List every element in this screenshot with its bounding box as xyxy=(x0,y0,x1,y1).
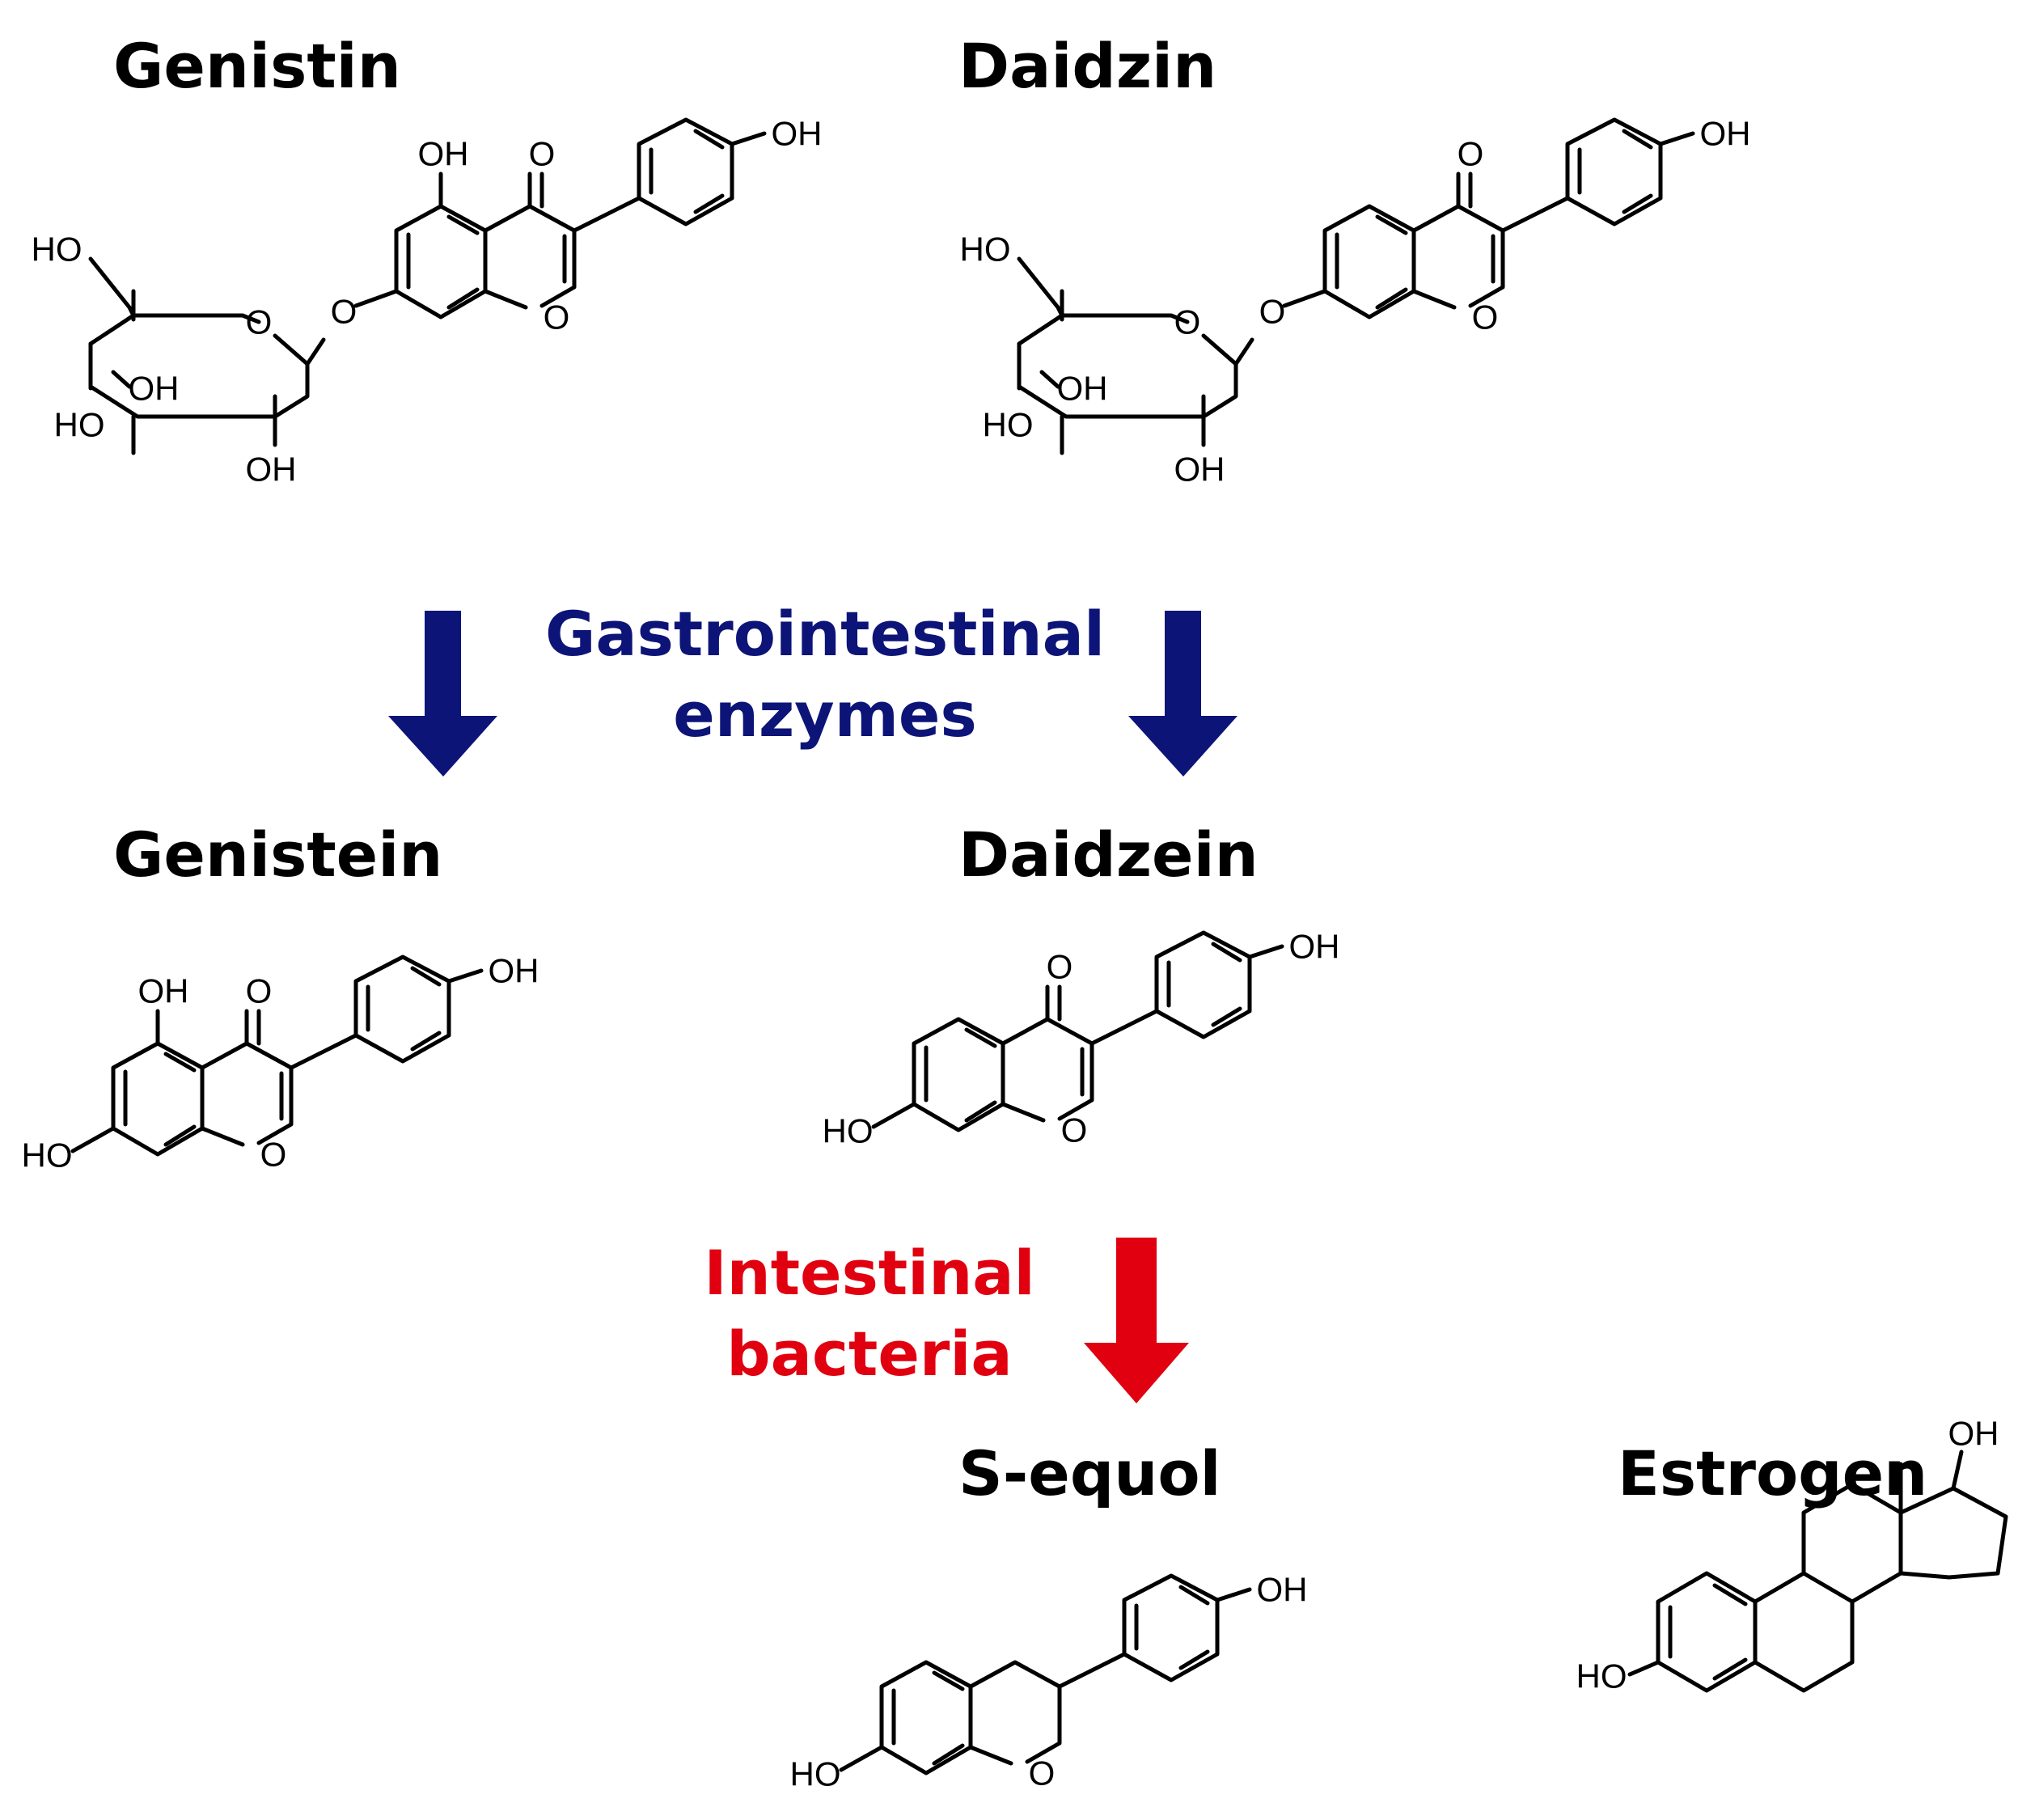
bacteria-label-line2: bacteria xyxy=(726,1318,1012,1390)
daidzein-carbonyl-o-label: O xyxy=(1047,948,1073,986)
daidzin-glycosidic-o-label: O xyxy=(1259,293,1286,331)
genistein-carbonyl-o-label: O xyxy=(246,972,273,1010)
genistein-structure: HO OH O O OH xyxy=(22,952,539,1175)
genistin-title: Genistin xyxy=(113,30,401,102)
daidzein-structure: HO O O OH xyxy=(823,928,1340,1150)
daidzein-title: Daidzein xyxy=(958,819,1259,891)
genistin-structure: HO O OH HO OH O OH O O OH xyxy=(32,115,823,489)
daidzein-ho-label: HO xyxy=(823,1112,874,1150)
daidzin-title: Daidzin xyxy=(958,30,1216,102)
daidzin-carbonyl-o-label: O xyxy=(1458,135,1484,173)
estrogen-ho-label: HO xyxy=(1576,1657,1627,1695)
genistein-ho-label: HO xyxy=(22,1136,73,1175)
daidzin-oh-label: OH xyxy=(1057,370,1108,408)
bacteria-label-line1: Intestinal xyxy=(704,1237,1034,1309)
genistin-glycosidic-o-label: O xyxy=(331,293,358,331)
estrogen-title: Estrogen xyxy=(1618,1437,1927,1509)
down-arrow-icon xyxy=(1084,1238,1189,1403)
genistin-oh-label: OH xyxy=(129,370,180,408)
genistin-oh-label: OH xyxy=(418,135,469,173)
estrogen-structure: HO OH xyxy=(1576,1415,2008,1695)
daidzin-ho-label: HO xyxy=(960,231,1011,269)
daidzin-oh-label: OH xyxy=(1174,451,1225,489)
intestinal-bacteria-step: Intestinal bacteria xyxy=(704,1237,1189,1403)
daidzin-ho-label: HO xyxy=(983,406,1034,444)
genistin-ring-o-label: O xyxy=(544,298,570,336)
gi-enzymes-label-line2: enzymes xyxy=(673,679,976,751)
daidzin-ring-o-label: O xyxy=(1174,303,1201,341)
genistein-oh-label: OH xyxy=(489,952,539,990)
genistin-oh-label: OH xyxy=(772,115,823,153)
genistin-ho-label: HO xyxy=(32,231,82,269)
daidzin-structure: HO O OH HO OH O O O OH xyxy=(960,115,1751,489)
daidzein-ring-o-label: O xyxy=(1061,1111,1088,1149)
daidzin-oh-label: OH xyxy=(1700,115,1751,153)
s-equol-oh-label: OH xyxy=(1257,1571,1308,1609)
down-arrow-icon xyxy=(1128,611,1238,777)
genistein-ring-o-label: O xyxy=(260,1136,287,1174)
s-equol-title: S-equol xyxy=(958,1437,1221,1509)
genistin-carbonyl-o-label: O xyxy=(529,135,556,173)
daidzein-oh-label: OH xyxy=(1289,928,1340,966)
gastrointestinal-enzymes-step: Gastrointestinal enzymes xyxy=(388,598,1238,777)
s-equol-ring-o-label: O xyxy=(1029,1754,1056,1792)
down-arrow-icon xyxy=(388,611,497,777)
genistein-title: Genistein xyxy=(113,819,442,891)
genistein-oh-label: OH xyxy=(138,972,189,1010)
genistin-ring-o-label: O xyxy=(246,303,273,341)
genistin-ho-label: HO xyxy=(54,406,105,444)
s-equol-ho-label: HO xyxy=(790,1755,841,1793)
gi-enzymes-label-line1: Gastrointestinal xyxy=(545,598,1105,670)
s-equol-structure: HO O OH xyxy=(790,1571,1308,1793)
genistin-oh-label: OH xyxy=(246,451,297,489)
estrogen-oh-label: OH xyxy=(1948,1415,1999,1453)
daidzin-ring-o-label: O xyxy=(1472,298,1499,336)
